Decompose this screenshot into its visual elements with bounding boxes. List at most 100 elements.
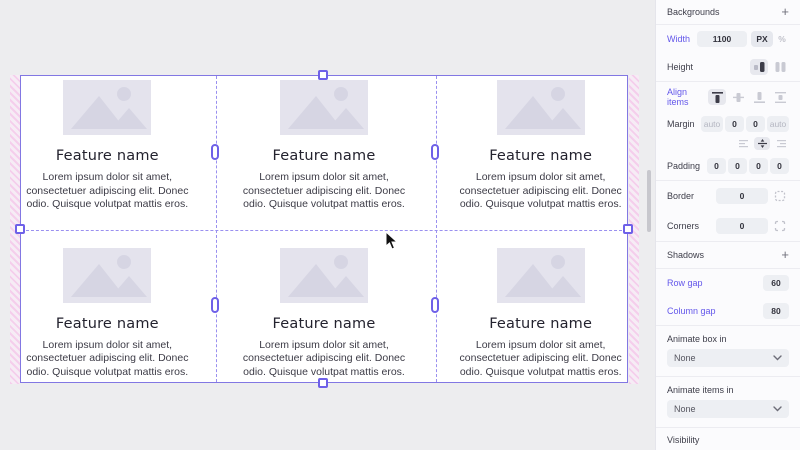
column-gap-handle[interactable] — [431, 144, 439, 160]
visibility-control: Visibility — [656, 428, 800, 450]
animate-box-in-select[interactable]: None — [667, 349, 789, 367]
card-title: Feature name — [489, 315, 593, 332]
animate-box-in-label: Animate box in — [667, 334, 727, 344]
image-placeholder-icon — [496, 80, 585, 135]
margin-bottom-input[interactable]: 0 — [746, 116, 765, 132]
feature-card[interactable]: Feature name Lorem ipsum dolor sit amet,… — [454, 247, 627, 383]
align-center-button[interactable] — [729, 89, 747, 105]
resize-handle-right[interactable] — [623, 224, 633, 234]
align-items-label: Align items — [667, 87, 689, 107]
padding-top-input[interactable]: 0 — [728, 158, 747, 174]
card-text-line: consectetuer adipiscing elit. Donec — [26, 184, 189, 197]
add-shadow-button[interactable]: + — [781, 247, 789, 262]
animate-items-in-label: Animate items in — [667, 385, 734, 395]
image-placeholder-icon — [63, 247, 152, 303]
resize-handle-bottom[interactable] — [318, 378, 328, 388]
selection-hatch-right — [629, 75, 639, 384]
align-stretch-icon — [774, 91, 786, 103]
card-text-line: consectetuer adipiscing elit. Donec — [459, 352, 622, 364]
distribute-center-button[interactable] — [754, 136, 770, 150]
animate-items-in-select[interactable]: None — [667, 400, 789, 418]
corners-label: Corners — [667, 221, 700, 231]
card-text-line: Lorem ipsum dolor sit amet, — [42, 338, 173, 351]
feature-grid: Feature name Lorem ipsum dolor sit amet,… — [21, 76, 627, 382]
card-text-line: odio. Quisque volutpat mattis eros. — [459, 365, 622, 378]
border-width-input[interactable]: 0 — [716, 188, 768, 204]
backgrounds-label: Backgrounds — [667, 7, 720, 17]
margin-right-input[interactable]: auto — [767, 116, 789, 132]
card-text-line: odio. Quisque volutpat mattis eros. — [26, 365, 189, 378]
card-text-line: odio. Quisque volutpat mattis eros. — [243, 365, 405, 378]
height-fill-button[interactable] — [771, 59, 789, 75]
feature-card[interactable]: Feature name Lorem ipsum dolor sit amet,… — [21, 80, 194, 215]
artboard-selected-section[interactable]: Feature name Lorem ipsum dolor sit amet,… — [20, 75, 628, 383]
image-placeholder-icon — [63, 80, 152, 135]
resize-handle-left[interactable] — [15, 224, 25, 234]
card-text-line: consectetuer adipiscing elit. Donec — [459, 184, 622, 197]
vertical-scrollbar[interactable] — [647, 170, 651, 232]
card-text-line: consectetuer adipiscing elit. Donec — [242, 352, 406, 364]
card-text-line: Lorem ipsum dolor sit amet, — [475, 171, 606, 183]
row-gap-input[interactable]: 60 — [763, 275, 789, 291]
card-text-line: odio. Quisque volutpat mattis eros. — [243, 198, 405, 210]
width-unit-percent-button[interactable]: % — [778, 34, 786, 44]
align-bottom-button[interactable] — [750, 89, 768, 105]
column-gap-handle[interactable] — [211, 297, 219, 313]
margin-label: Margin — [667, 119, 695, 129]
distribute-start-button[interactable] — [735, 137, 751, 150]
chevron-down-icon — [773, 406, 782, 412]
card-title: Feature name — [272, 148, 376, 164]
mouse-cursor-icon — [385, 231, 399, 250]
card-text-line: Lorem ipsum dolor sit amet, — [259, 171, 389, 183]
width-unit-px-button[interactable]: PX — [751, 31, 773, 47]
column-gap-handle[interactable] — [211, 144, 219, 160]
border-sides-icon — [774, 190, 786, 202]
height-fit-icon — [753, 62, 764, 72]
style-panel: Backgrounds + Width 1100 PX % Height Ali… — [655, 0, 800, 450]
card-text-line: consectetuer adipiscing elit. Donec — [26, 352, 189, 364]
card-text-line: Lorem ipsum dolor sit amet, — [259, 338, 389, 351]
padding-bottom-input[interactable]: 0 — [749, 158, 768, 174]
distribute-end-button[interactable] — [773, 137, 789, 150]
feature-card[interactable]: Feature name Lorem ipsum dolor sit amet,… — [454, 80, 627, 215]
image-placeholder-icon — [279, 80, 368, 135]
width-label: Width — [667, 34, 691, 44]
row-gap-label: Row gap — [667, 278, 703, 288]
align-top-button[interactable] — [708, 89, 726, 105]
margin-left-input[interactable]: auto — [701, 116, 723, 132]
height-fit-button[interactable] — [750, 59, 768, 75]
card-text-line: consectetuer adipiscing elit. Donec — [242, 184, 406, 197]
height-label: Height — [667, 62, 694, 72]
add-background-button[interactable]: + — [781, 4, 789, 19]
corners-individual-button[interactable] — [771, 218, 789, 234]
shadows-label: Shadows — [667, 250, 705, 260]
width-input[interactable]: 1100 — [697, 31, 747, 47]
padding-left-input[interactable]: 0 — [707, 158, 726, 174]
feature-card[interactable]: Feature name Lorem ipsum dolor sit amet,… — [238, 247, 411, 383]
corners-radius-input[interactable]: 0 — [716, 218, 768, 234]
visibility-label: Visibility — [667, 435, 700, 445]
margin-top-input[interactable]: 0 — [725, 116, 744, 132]
card-text-line: Lorem ipsum dolor sit amet, — [42, 171, 173, 183]
image-placeholder-icon — [279, 247, 368, 303]
column-gap-label: Column gap — [667, 306, 716, 316]
feature-card[interactable]: Feature name Lorem ipsum dolor sit amet,… — [21, 247, 194, 383]
card-text-line: odio. Quisque volutpat mattis eros. — [26, 198, 189, 210]
column-gap-input[interactable]: 80 — [763, 303, 789, 319]
feature-card[interactable]: Feature name Lorem ipsum dolor sit amet,… — [238, 80, 411, 215]
border-label: Border — [667, 191, 695, 201]
align-stretch-button[interactable] — [771, 89, 789, 105]
animate-items-in-value: None — [674, 404, 696, 414]
distribute-center-icon — [757, 138, 767, 148]
card-text-line: odio. Quisque volutpat mattis eros. — [459, 198, 622, 210]
resize-handle-top[interactable] — [318, 70, 328, 80]
image-placeholder-icon — [496, 247, 585, 303]
animate-box-control: Animate box in None — [656, 326, 800, 367]
border-sides-button[interactable] — [771, 188, 789, 204]
column-gap-handle[interactable] — [431, 297, 439, 313]
padding-right-input[interactable]: 0 — [770, 158, 789, 174]
animate-box-in-value: None — [674, 353, 696, 363]
align-center-icon — [732, 92, 744, 102]
margin-control: Margin auto 0 0 auto — [656, 112, 800, 152]
card-text-line: Lorem ipsum dolor sit amet, — [475, 338, 606, 351]
